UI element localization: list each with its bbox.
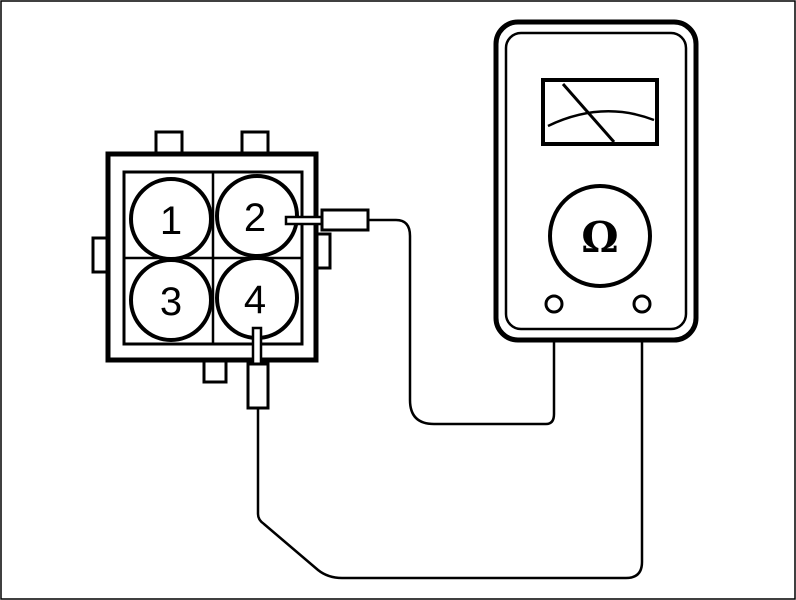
- ohm-symbol: Ω: [581, 213, 618, 262]
- probe-handle-pin-2: [320, 208, 370, 232]
- probe-tip-pin-4: [251, 326, 263, 370]
- probe-tip-pin-2: [284, 215, 326, 226]
- pin-label-1: 1: [160, 199, 182, 243]
- ohm-selector-dial: [548, 184, 652, 288]
- probe-pin-2: [284, 208, 370, 232]
- pin-label-4: 4: [244, 278, 266, 322]
- connector: 1 2 3 4: [91, 130, 332, 384]
- pin-label-3: 3: [160, 280, 182, 324]
- probe-handle-pin-4: [246, 362, 270, 410]
- analog-dial: [541, 78, 659, 146]
- positive-terminal: [544, 294, 564, 314]
- test-lead-pin-4-to-meter: [256, 304, 644, 580]
- negative-terminal: [632, 294, 652, 314]
- pin-label-2: 2: [244, 196, 266, 240]
- ohmmeter: Ω: [493, 19, 699, 343]
- dial-needle: [561, 83, 616, 143]
- probe-pin-4: [246, 326, 270, 410]
- pin-cavity-3: [129, 258, 213, 342]
- dial-scale-arc: [547, 110, 655, 128]
- connector-tab-bottom: [202, 358, 228, 384]
- test-lead-pin-2-to-meter: [368, 218, 556, 426]
